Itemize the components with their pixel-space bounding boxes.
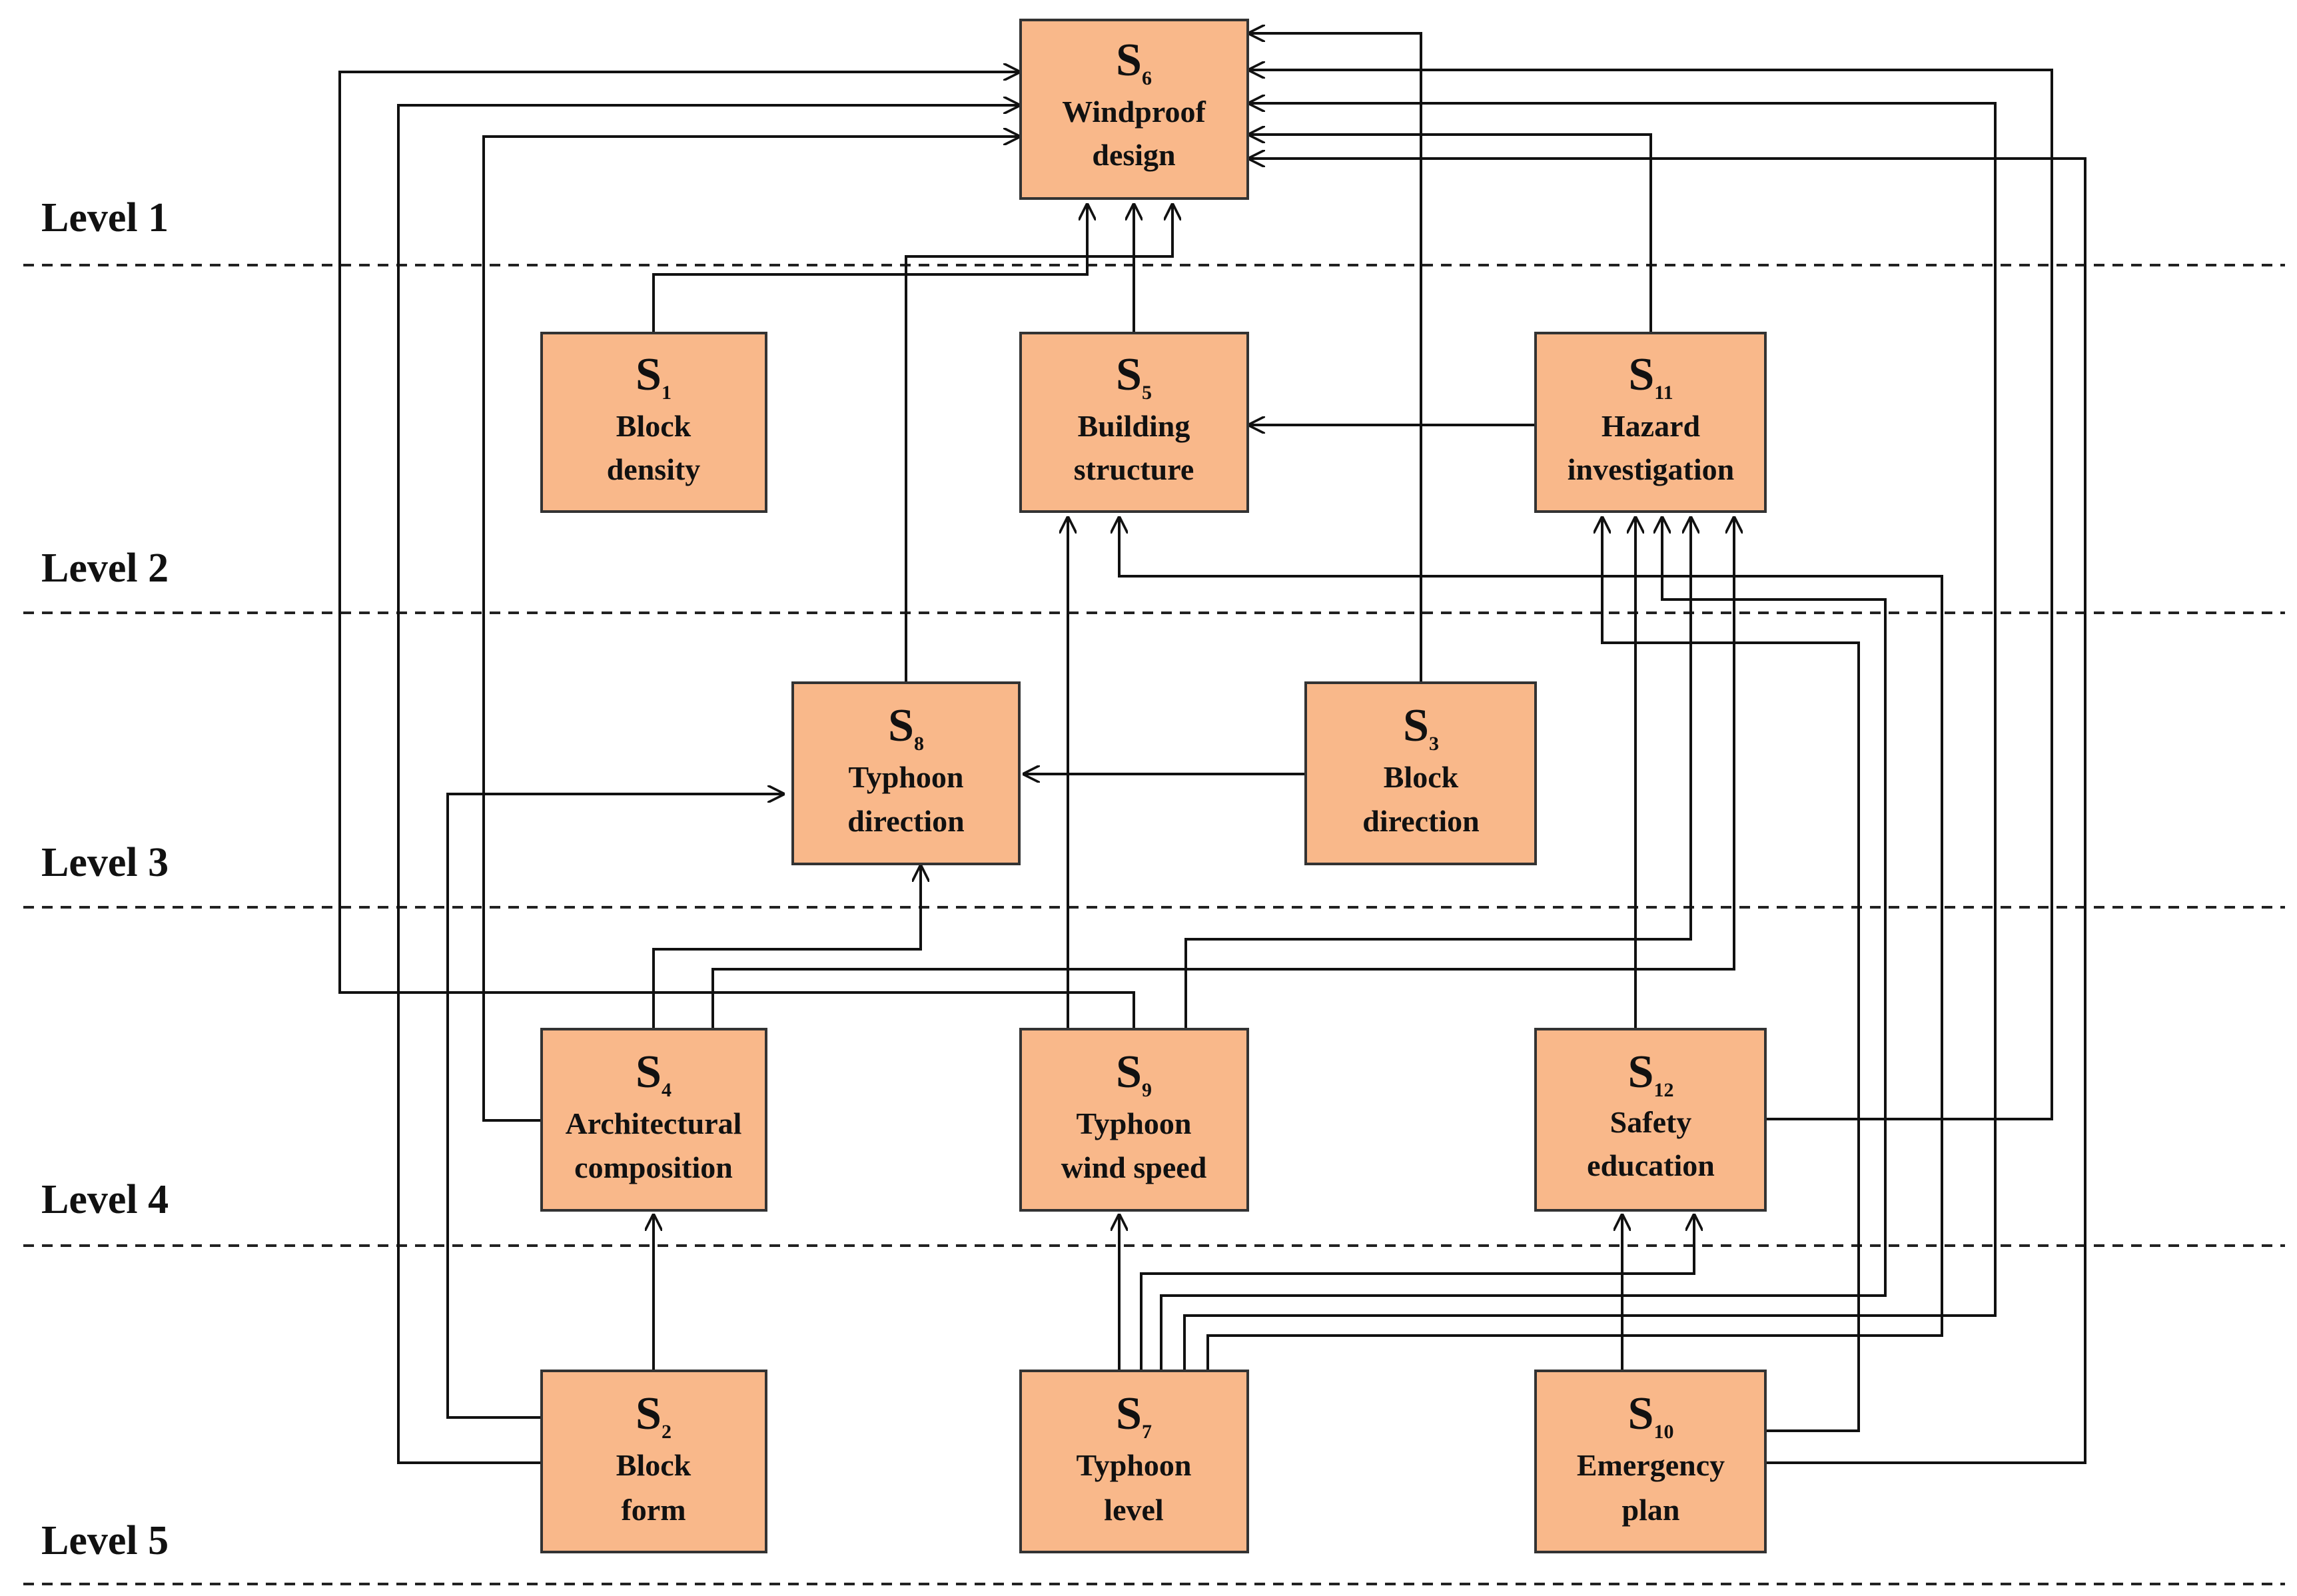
node-s2-line2: form [621,1493,686,1527]
node-s4-line2: composition [574,1150,733,1184]
node-s10-sub: 10 [1653,1421,1673,1443]
edge-s7-s12 [1140,1214,1694,1371]
node-s7-line2: level [1104,1493,1163,1527]
node-s12-id: S [1628,1046,1654,1098]
node-s6-line1: Windproof [1062,95,1206,129]
nodes: S6 Windproof design S1 Block density S5 … [540,19,1767,1553]
node-s4: S4 Architectural composition [540,1028,767,1212]
svg-text:S2: S2 [636,1388,672,1443]
node-s5: S5 Building structure [1019,332,1249,513]
node-s1-sub: 1 [662,382,672,404]
node-s6-line2: design [1092,138,1175,172]
node-s2: S2 Block form [540,1370,767,1553]
node-s12-sub: 12 [1653,1079,1673,1101]
svg-text:S9: S9 [1116,1046,1152,1101]
edge-s3-s6 [1248,33,1422,683]
svg-text:S4: S4 [636,1046,672,1101]
edge-s4-s8 [652,865,921,1029]
edge-s1-s6 [652,203,1087,333]
edge-s12-s6 [1248,70,2053,1120]
node-s8-line2: direction [847,804,964,838]
svg-text:S7: S7 [1116,1388,1152,1443]
node-s2-id: S [636,1388,662,1439]
level-label-2: Level 2 [41,546,169,591]
edge-s4-s11 [711,516,1734,1029]
node-s9-line1: Typhoon [1076,1106,1191,1140]
svg-text:S1: S1 [636,349,672,404]
node-s10-line1: Emergency [1577,1448,1725,1482]
node-s10-id: S [1628,1388,1654,1439]
node-s5-id: S [1116,349,1142,400]
edge-s7-s11-a [1160,516,1887,1371]
node-s6: S6 Windproof design [1019,19,1249,200]
node-s6-sub: 6 [1142,67,1152,89]
node-s12: S12 Safety education [1534,1028,1767,1212]
node-s11: S11 Hazard investigation [1534,332,1767,513]
node-s7-line1: Typhoon [1076,1448,1191,1482]
svg-text:S11: S11 [1628,349,1673,404]
node-s3-id: S [1403,700,1429,751]
node-s8-id: S [888,700,914,751]
edge-s11-s6 [1248,135,1652,333]
edge-s7-s5 [1119,516,1943,1371]
node-s2-sub: 2 [662,1421,672,1443]
node-s1-id: S [636,349,662,400]
edge-s8-s6 [905,203,1172,683]
node-s3-sub: 3 [1429,733,1439,755]
svg-text:S8: S8 [888,700,924,755]
node-s10: S10 Emergency plan [1534,1370,1767,1553]
node-s11-id: S [1628,349,1654,400]
node-s1: S1 Block density [540,332,767,513]
connectors [338,33,2086,1464]
level-separators [23,264,2285,1585]
node-s11-line1: Hazard [1602,409,1701,443]
edge-s10-s6 [1248,159,2086,1464]
svg-text:S5: S5 [1116,349,1152,404]
node-s6-id: S [1116,35,1142,86]
node-s5-line2: structure [1074,452,1194,486]
level-label-3: Level 3 [41,840,169,885]
node-s8-sub: 8 [914,733,924,755]
edge-s7-s6 [1183,103,1997,1371]
node-s9: S9 Typhoon wind speed [1019,1028,1249,1212]
node-s3-line1: Block [1384,760,1459,794]
svg-text:S10: S10 [1628,1388,1674,1443]
edge-s9-s11 [1184,516,1691,1029]
node-s11-sub: 11 [1654,382,1673,404]
node-s8: S8 Typhoon direction [791,681,1021,865]
node-s12-line2: education [1587,1148,1715,1182]
node-s9-id: S [1116,1046,1142,1098]
edge-s2-s8 [446,794,785,1419]
node-s7-sub: 7 [1142,1421,1152,1443]
node-s5-line1: Building [1078,409,1190,443]
node-s3-line2: direction [1362,804,1479,838]
edge-s9-s6 [338,72,1135,1029]
node-s4-line1: Architectural [566,1106,742,1140]
node-s11-line2: investigation [1568,452,1734,486]
level-label-5: Level 5 [41,1518,169,1563]
level-label-4: Level 4 [41,1177,169,1222]
node-s5-sub: 5 [1142,382,1152,404]
node-s2-line1: Block [616,1448,691,1482]
node-s8-line1: Typhoon [848,760,963,794]
node-s12-line1: Safety [1610,1105,1692,1139]
node-s4-sub: 4 [662,1079,672,1101]
node-s1-line1: Block [616,409,691,443]
node-s4-id: S [636,1046,662,1098]
node-s7: S7 Typhoon level [1019,1370,1249,1553]
node-s7-id: S [1116,1388,1142,1439]
node-s10-line2: plan [1622,1493,1680,1527]
node-s1-line2: density [607,452,701,486]
edge-s4-s6 [482,137,1021,1122]
svg-text:S12: S12 [1628,1046,1674,1101]
node-s3: S3 Block direction [1304,681,1537,865]
svg-text:S6: S6 [1116,35,1152,89]
node-s9-line2: wind speed [1061,1150,1207,1184]
edge-s10-s11 [1602,516,1860,1432]
level-label-1: Level 1 [41,195,169,240]
edge-s2-s6 [397,105,1021,1464]
node-s9-sub: 9 [1142,1079,1152,1101]
svg-text:S3: S3 [1403,700,1439,755]
